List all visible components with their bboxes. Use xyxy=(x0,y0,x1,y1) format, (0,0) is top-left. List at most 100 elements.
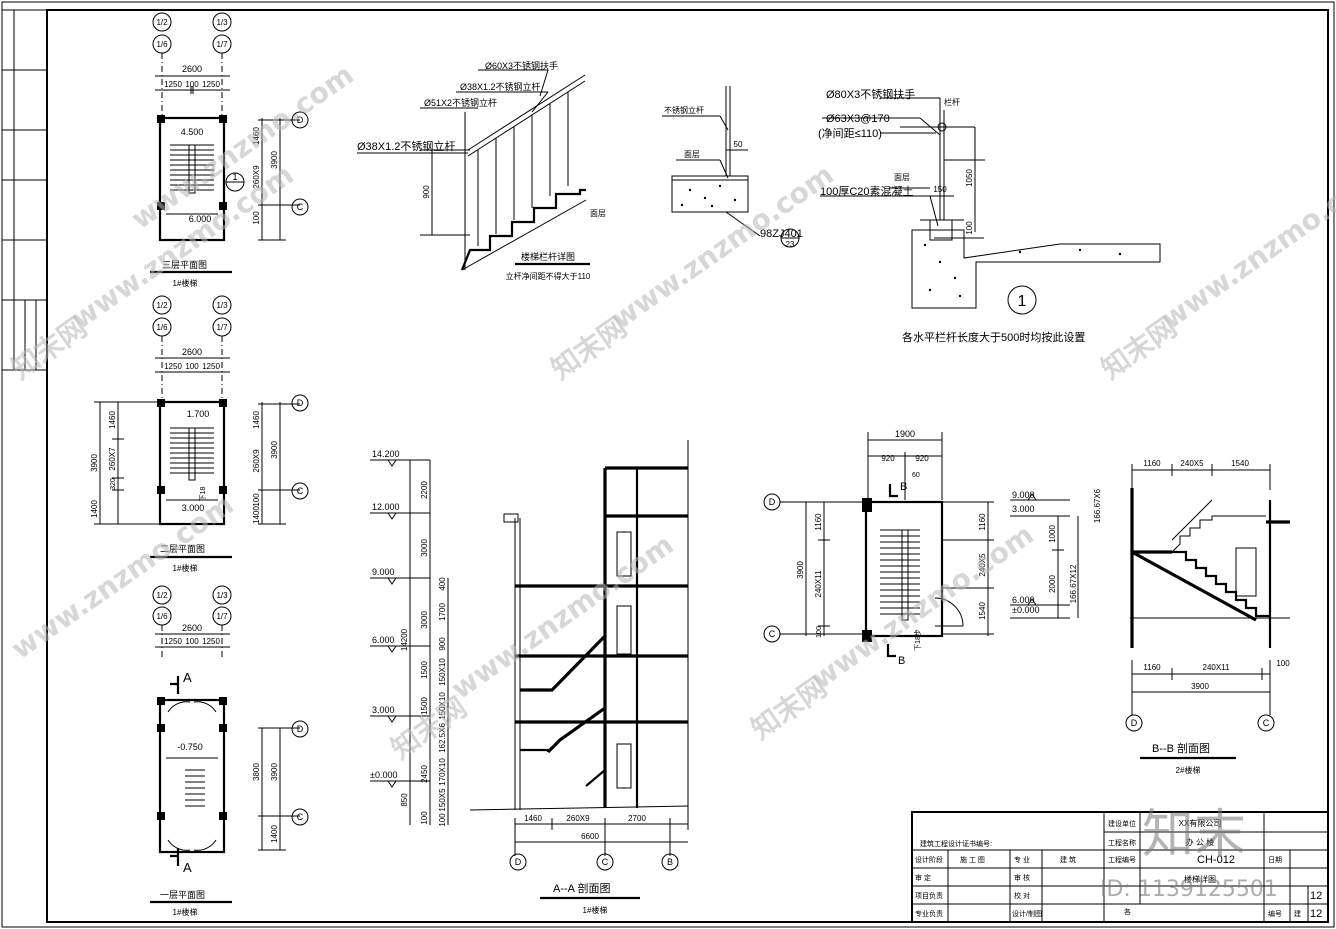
view-subtitle: 1#楼梯 xyxy=(583,905,608,915)
callout: 面层 xyxy=(684,150,700,159)
tb-value: 12 xyxy=(1310,908,1322,920)
standard-ref-sub: 23 xyxy=(786,240,795,249)
dim: 2450 xyxy=(420,765,429,783)
dim: 1500 xyxy=(420,697,429,715)
dimension-bottom xyxy=(514,818,688,856)
detail-ref: 1 xyxy=(232,172,237,182)
dim-total: 3900 xyxy=(796,561,805,579)
axis-label: D xyxy=(297,724,304,734)
view-title: 楼梯栏杆详图 xyxy=(521,251,575,262)
inner-border xyxy=(46,9,1329,923)
tb-value: XX有限公司 xyxy=(1179,818,1222,828)
dimension-right xyxy=(258,402,300,525)
dimension-left xyxy=(94,401,160,525)
dimension-right xyxy=(942,501,994,636)
level-marks xyxy=(370,459,449,825)
section-mark-arrow xyxy=(170,848,180,866)
column xyxy=(157,115,165,123)
dim: 400 xyxy=(438,577,447,591)
axis-label: C xyxy=(602,857,609,867)
dim: 1700 xyxy=(438,603,447,621)
third-floor-plan: 1/2 1/6 1/3 1/7 2600 1250 100 1250 xyxy=(150,12,309,288)
dim-total: 2600 xyxy=(182,623,202,633)
dim: 100 xyxy=(420,811,429,825)
dim: 320 xyxy=(110,478,117,490)
axis-label: D xyxy=(297,115,304,125)
standard-ref: 98ZJ401 xyxy=(760,228,803,240)
tb-label: 校 对 xyxy=(1014,891,1030,900)
dim-part: 100 xyxy=(185,362,199,371)
level-mark: 6.000 xyxy=(189,214,212,224)
tb-label: 建设单位 xyxy=(1108,819,1136,828)
column xyxy=(157,812,165,820)
dim: 3800 xyxy=(252,763,261,781)
stair-treads xyxy=(880,529,964,627)
tb-value: 施 工 图 xyxy=(960,855,985,864)
dim-total: 3900 xyxy=(270,151,279,169)
dim: 920 xyxy=(881,454,895,463)
dimension-top xyxy=(155,625,230,660)
tb-label: 审 核 xyxy=(1014,873,1030,882)
dim: 240X11 xyxy=(1203,663,1231,672)
view-subtitle: 1#楼梯 xyxy=(173,563,198,573)
stair-profile xyxy=(460,188,586,271)
column xyxy=(219,812,227,820)
tb-label: 设计/制图 xyxy=(1012,909,1042,918)
tb-label: 设计阶段 xyxy=(915,855,943,864)
dimension-top xyxy=(1131,464,1271,490)
dim: 162.5X6 xyxy=(438,723,447,753)
railing-detail-1: Ø80X3不锈钢扶手 栏杆 Ø63X3@170 (净间距≤110) 1050 1… xyxy=(818,87,1161,344)
dim: 50 xyxy=(734,140,743,149)
note: 立杆净间距不得大于110 xyxy=(506,271,591,281)
view-title: 一层平面图 xyxy=(160,890,205,900)
stair-2-plan: 1900 920 920 60 B 下18步 B xyxy=(763,429,994,667)
dim: 1160 xyxy=(978,513,987,531)
watermark-site: www.znzmo.com xyxy=(805,518,1039,696)
dim: 1540 xyxy=(978,602,987,620)
section-bb-structure xyxy=(1130,488,1290,648)
tb-label: 工程编号 xyxy=(1108,855,1136,864)
axis-label: C xyxy=(297,202,304,212)
callout: Ø51X2不锈钢立杆 xyxy=(424,97,497,108)
dim-part: 1250 xyxy=(202,637,220,646)
axis-label: 1/7 xyxy=(216,612,228,621)
axis-label: C xyxy=(297,486,304,496)
dim: 100 xyxy=(252,493,261,507)
dim: 850 xyxy=(400,793,409,807)
dim-total: 2600 xyxy=(182,64,202,74)
dim-part: 1250 xyxy=(164,80,182,89)
tb-label: 编号 xyxy=(1268,909,1282,918)
dim: 240X11 xyxy=(814,570,823,598)
column xyxy=(219,115,227,123)
tb-value: 建 筑 xyxy=(1060,855,1076,864)
level: 3.000 xyxy=(1012,504,1035,514)
dim: 3900 xyxy=(270,763,279,781)
column xyxy=(219,697,227,705)
column xyxy=(157,697,165,705)
axis-label: C xyxy=(297,812,304,822)
stair-well-outline xyxy=(158,116,226,242)
section-mark-arrow xyxy=(886,644,896,658)
axis-label: D xyxy=(515,857,522,867)
axis-label: 1/7 xyxy=(216,40,228,49)
stair-treads xyxy=(166,144,218,215)
watermark-site: www.znzmo.com xyxy=(1155,158,1336,336)
dim: 260X7 xyxy=(108,447,117,471)
dim-part: 100 xyxy=(185,637,199,646)
tb-label: 日期 xyxy=(1268,856,1282,864)
dimension-left xyxy=(780,501,866,636)
dim-total: 3900 xyxy=(270,441,279,459)
walk-mark: 下18 xyxy=(199,487,207,502)
dim: 260X9 xyxy=(566,814,590,823)
axis-label: 1/6 xyxy=(156,612,168,621)
section-a-a: 14.200 12.000 9.000 6.000 3.000 ±0.000 2… xyxy=(370,440,689,915)
binding-strip xyxy=(2,9,47,371)
dim: 1460 xyxy=(252,411,261,429)
callout: Ø38X1.2不锈钢立杆 xyxy=(357,139,455,153)
cert-label: 建筑工程设计证书编号: xyxy=(920,839,992,848)
dim: 1400 xyxy=(90,500,99,518)
dim: 150X5 xyxy=(438,788,447,812)
dim: 2700 xyxy=(628,814,646,823)
